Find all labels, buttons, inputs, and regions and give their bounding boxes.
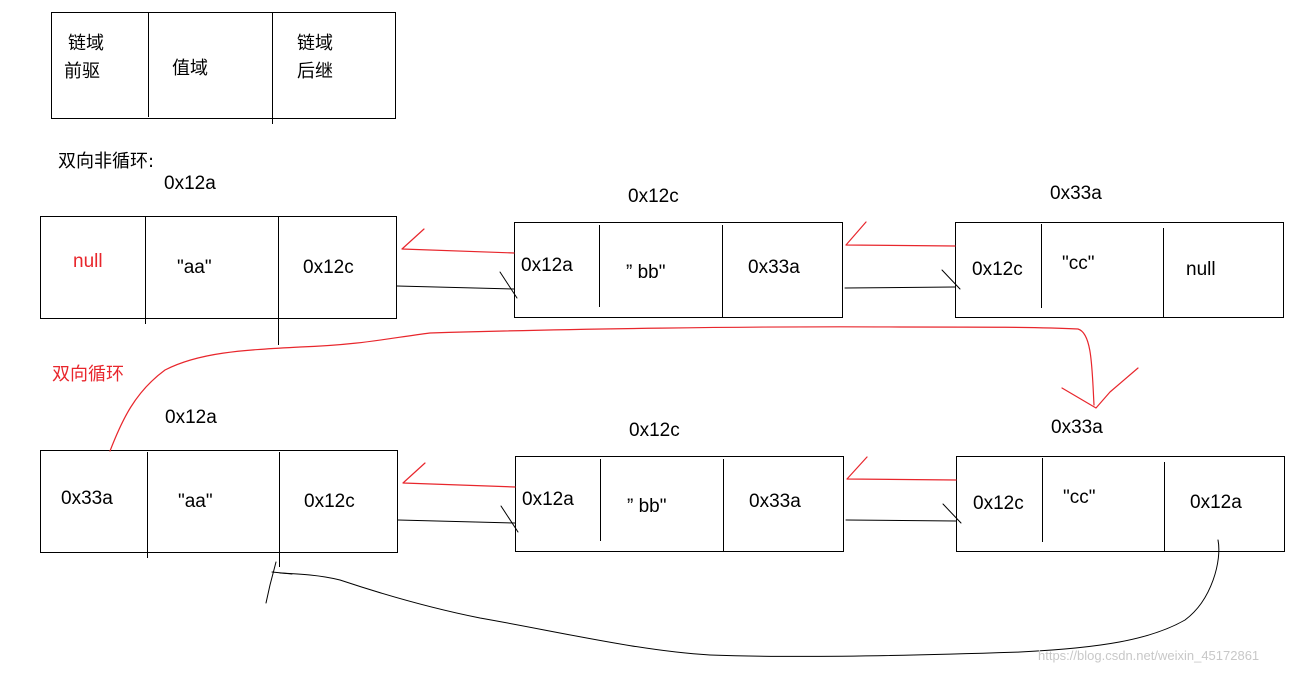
s2-node3-next: 0x12a: [1190, 492, 1242, 513]
s2-node3-prev: 0x12c: [973, 493, 1024, 514]
s1-node3-divider-2: [1163, 228, 1164, 317]
s2-node2-divider-2: [723, 459, 724, 551]
s2-node2-address: 0x12c: [629, 420, 680, 441]
s2-node1-next: 0x12c: [304, 491, 355, 512]
s2-node1-prev: 0x33a: [61, 488, 113, 509]
s2-next-link-2-to-3: [845, 503, 962, 524]
s1-node1-divider-1: [145, 216, 146, 324]
s1-node1-prev: null: [73, 251, 103, 272]
s2-node2-box: [515, 456, 844, 552]
s1-node3-box: [955, 222, 1284, 318]
legend-divider-1: [148, 12, 149, 117]
circular-prev-arrowhead: [1061, 367, 1139, 409]
s1-node2-divider-2: [722, 225, 723, 317]
s2-node3-value: "cc": [1063, 487, 1096, 508]
s1-node2-next: 0x33a: [748, 257, 800, 278]
legend-divider-2: [272, 12, 273, 124]
legend-value-label: 值域: [172, 58, 208, 79]
section2-title: 双向循环: [52, 364, 124, 385]
s2-node2-prev: 0x12a: [522, 489, 574, 510]
s1-node1-next: 0x12c: [303, 257, 354, 278]
s1-node2-value: ” bb": [626, 262, 666, 283]
s1-node2-address: 0x12c: [628, 186, 679, 207]
s1-node3-value: "cc": [1062, 253, 1095, 274]
s1-node3-next: null: [1186, 259, 1216, 280]
s1-node2-box: [514, 222, 843, 318]
s2-node3-box: [956, 456, 1285, 552]
s1-prev-link-3-to-2: [845, 221, 956, 247]
s2-node1-divider-2: [279, 452, 280, 567]
s2-node2-divider-1: [600, 459, 601, 541]
s1-node1-divider-2: [278, 216, 279, 345]
s1-node1-box: [40, 216, 397, 319]
s2-node2-next: 0x33a: [749, 491, 801, 512]
s1-node3-divider-1: [1041, 224, 1042, 308]
s2-node3-divider-1: [1042, 458, 1043, 542]
s2-next-link-1-to-2: [397, 505, 519, 533]
s2-node3-address: 0x33a: [1051, 417, 1103, 438]
legend-box: [51, 12, 396, 119]
s2-node1-divider-1: [147, 452, 148, 558]
legend-next-label-2: 后继: [297, 61, 333, 82]
s1-prev-link-2-to-1: [401, 228, 515, 254]
circular-next-link: [279, 539, 1220, 657]
s1-node2-divider-1: [599, 225, 600, 307]
s1-next-link-1-to-2: [396, 271, 518, 299]
s1-node2-prev: 0x12a: [521, 255, 573, 276]
s2-node1-address: 0x12a: [165, 407, 217, 428]
s1-node3-address: 0x33a: [1050, 183, 1102, 204]
s2-prev-link-3-to-2: [846, 456, 957, 481]
circular-next-arrowhead: [265, 561, 293, 604]
section1-title: 双向非循环:: [58, 151, 155, 172]
legend-next-label-1: 链域: [297, 33, 333, 54]
s1-node3-prev: 0x12c: [972, 259, 1023, 280]
s2-node1-box: [40, 450, 398, 553]
watermark: https://blog.csdn.net/weixin_45172861: [1038, 648, 1260, 663]
s2-prev-link-2-to-1: [402, 462, 516, 488]
s2-node2-value: ” bb": [627, 496, 667, 517]
s2-node3-divider-2: [1164, 462, 1165, 551]
s2-node1-value: "aa": [178, 491, 213, 512]
s1-next-link-2-to-3: [844, 269, 961, 290]
circular-prev-link: [109, 326, 1095, 452]
s1-node1-value: "aa": [177, 257, 212, 278]
legend-prev-label-2: 前驱: [64, 61, 100, 82]
legend-prev-label-1: 链域: [68, 33, 104, 54]
s1-node1-address: 0x12a: [164, 173, 216, 194]
